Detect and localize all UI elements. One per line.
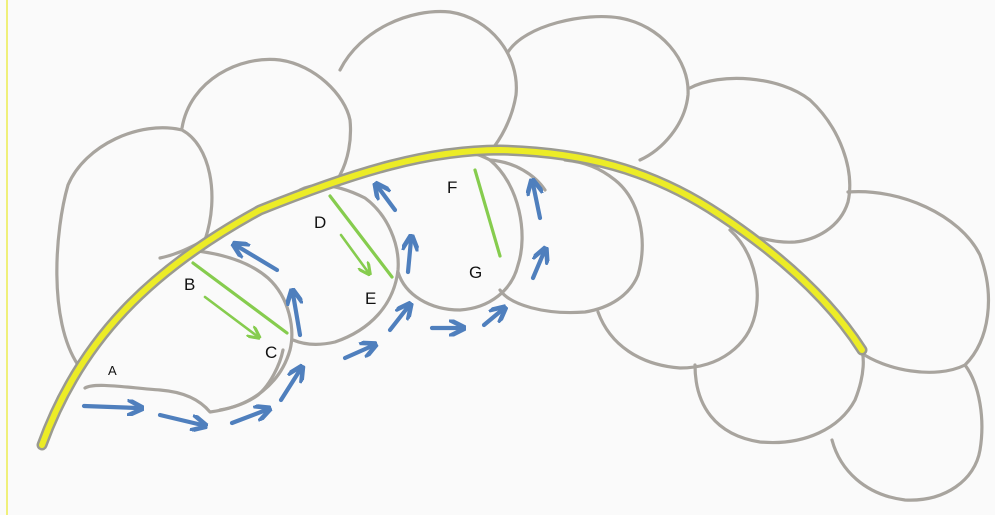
label-B: B — [184, 275, 195, 294]
lower-lobe-1 — [498, 158, 644, 315]
outer-lobe-6 — [846, 190, 990, 374]
label-E: E — [365, 289, 376, 308]
spine-fill — [39, 146, 865, 448]
lower-lobe-2 — [596, 228, 759, 370]
green-arrow-icon — [339, 233, 368, 272]
label-A: A — [108, 363, 117, 378]
blue-arrow-icon — [408, 240, 411, 275]
blue-arrow-icon — [229, 410, 266, 426]
inner-lobes — [83, 149, 984, 502]
green-lines — [191, 168, 502, 336]
lower-lobe-3 — [693, 343, 865, 445]
green-line-F-G — [473, 168, 502, 258]
outer-lobe-4 — [506, 14, 690, 162]
blue-arrow-icon — [81, 406, 138, 408]
outer-lobe-5 — [688, 76, 852, 244]
blue-arrow-icon — [533, 184, 540, 221]
outer-lobe-2 — [180, 57, 353, 177]
blue-arrow-icon — [342, 346, 372, 361]
green-arrow-icon — [203, 295, 257, 336]
lobe-F-G — [396, 149, 524, 312]
label-C: C — [265, 343, 277, 362]
outer-lobe-3 — [338, 9, 518, 154]
blue-arrow-icon — [481, 310, 502, 328]
green-line-B-C — [191, 261, 289, 335]
left-edge-line — [6, 0, 8, 515]
lobe-B-C — [186, 248, 294, 412]
spine — [36, 144, 868, 451]
blue-arrow-icon — [278, 370, 300, 403]
green-line-D-E — [328, 194, 394, 279]
lobe-A — [83, 348, 285, 414]
blue-arrow-icon — [293, 294, 300, 338]
label-D: D — [314, 213, 326, 232]
blue-arrows — [81, 184, 544, 426]
blue-arrow-icon — [530, 252, 544, 281]
point-labels: A B C D E F G — [108, 178, 482, 378]
blue-arrow-icon — [157, 412, 202, 425]
lobe-after-G — [488, 158, 547, 192]
blue-arrow-icon — [387, 307, 408, 333]
blue-arrow-icon — [378, 187, 398, 213]
outer-lobe-1 — [55, 126, 214, 367]
blue-arrow-icon — [237, 246, 280, 273]
lobe-D-E — [291, 183, 400, 347]
label-G: G — [469, 263, 482, 282]
outer-lobes — [55, 9, 990, 374]
lower-lobe-4 — [830, 363, 984, 502]
label-F: F — [447, 178, 457, 197]
